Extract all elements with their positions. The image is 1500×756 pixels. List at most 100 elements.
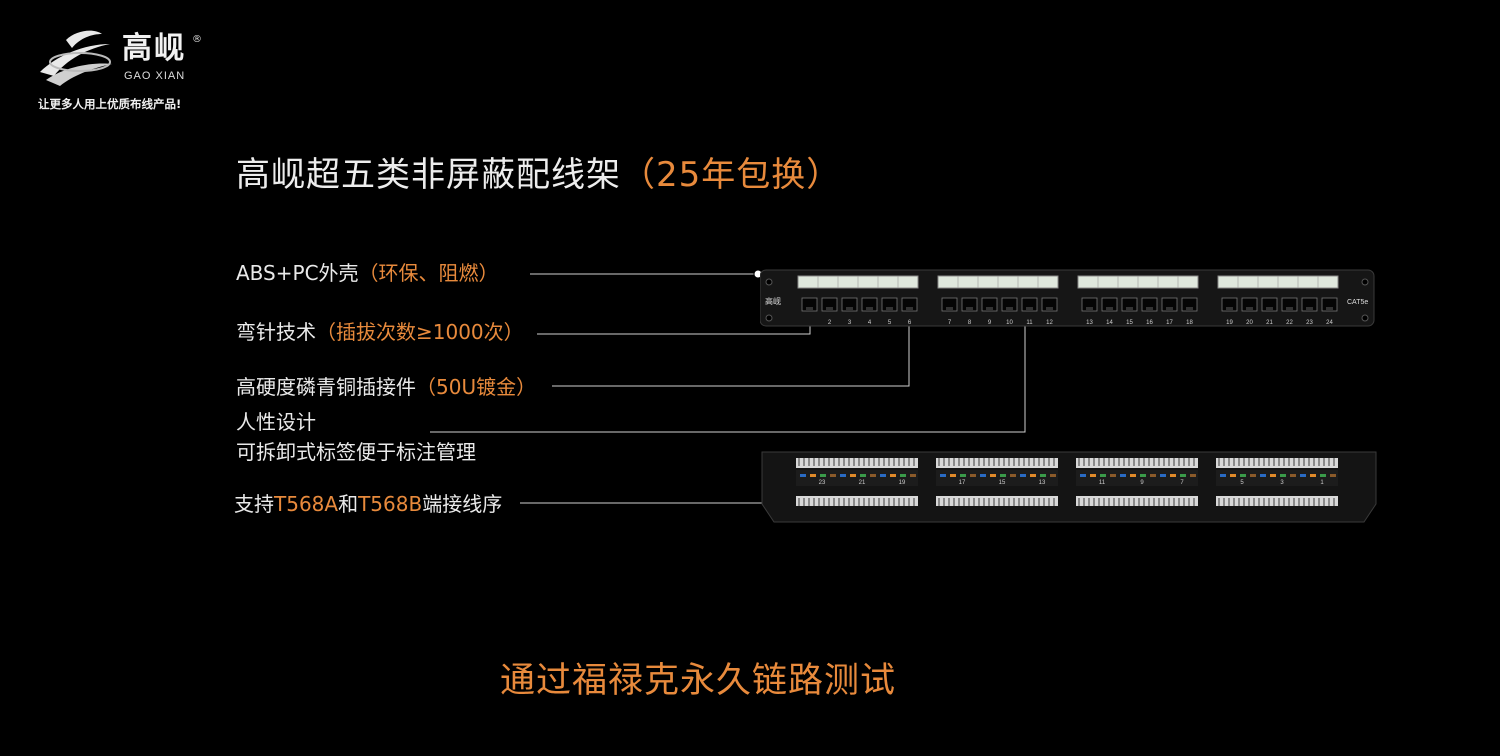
color-code-mark xyxy=(840,474,846,477)
color-code-mark xyxy=(1100,474,1106,477)
brand-slogan: 让更多人用上优质布线产品! xyxy=(38,97,182,111)
idc-block-top xyxy=(1216,458,1338,468)
idc-slot xyxy=(1153,458,1155,466)
idc-slot xyxy=(1293,458,1295,466)
idc-slot xyxy=(1293,498,1295,506)
color-code-mark xyxy=(860,474,866,477)
idc-slot xyxy=(823,458,825,466)
port-number: 11 xyxy=(1026,320,1033,326)
idc-slot xyxy=(1033,498,1035,506)
rear-port-label: 11 xyxy=(1099,480,1106,486)
color-code-mark xyxy=(950,474,956,477)
idc-slot xyxy=(1048,458,1050,466)
idc-slot xyxy=(863,458,865,466)
idc-slot xyxy=(998,458,1000,466)
idc-slot xyxy=(828,498,830,506)
idc-slot xyxy=(1148,498,1150,506)
idc-slot xyxy=(943,458,945,466)
idc-slot xyxy=(1288,458,1290,466)
idc-slot xyxy=(968,458,970,466)
idc-slot xyxy=(858,458,860,466)
idc-slot xyxy=(1138,458,1140,466)
color-code-mark xyxy=(1180,474,1186,477)
idc-slot xyxy=(873,458,875,466)
rear-port-label: 21 xyxy=(859,480,866,486)
idc-slot xyxy=(883,458,885,466)
feature-wiring: 支持T568A和T568B端接线序 xyxy=(234,492,503,516)
port-latch xyxy=(1266,307,1273,311)
feature-design-line1: 人性设计 xyxy=(236,410,316,434)
idc-slot xyxy=(988,498,990,506)
idc-slot xyxy=(1033,458,1035,466)
idc-slot xyxy=(998,498,1000,506)
feature-bent-pin: 弯针技术（插拔次数≥1000次） xyxy=(236,320,524,344)
idc-slot xyxy=(1123,498,1125,506)
port-latch xyxy=(846,307,853,311)
registered-mark: ® xyxy=(192,34,202,45)
port-module xyxy=(796,470,918,486)
panel-brand-label: 高岘 xyxy=(765,296,781,306)
idc-slot xyxy=(1128,458,1130,466)
idc-slot xyxy=(1128,498,1130,506)
port-latch xyxy=(986,307,993,311)
rear-port-label: 9 xyxy=(1140,480,1144,486)
color-code-mark xyxy=(1230,474,1236,477)
color-code-mark xyxy=(1000,474,1006,477)
color-code-mark xyxy=(970,474,976,477)
idc-block-bottom xyxy=(1216,496,1338,506)
idc-slot xyxy=(1333,458,1335,466)
idc-slot xyxy=(988,458,990,466)
idc-slot xyxy=(978,458,980,466)
port-latch xyxy=(1126,307,1133,311)
idc-slot xyxy=(1018,498,1020,506)
idc-slot xyxy=(1093,498,1095,506)
idc-slot xyxy=(973,458,975,466)
idc-slot xyxy=(1238,458,1240,466)
idc-slot xyxy=(993,498,995,506)
idc-slot xyxy=(818,498,820,506)
port-number: 15 xyxy=(1126,320,1133,326)
idc-slot xyxy=(1313,498,1315,506)
idc-slot xyxy=(1303,458,1305,466)
color-code-mark xyxy=(1140,474,1146,477)
idc-block-bottom xyxy=(936,496,1058,506)
idc-slot xyxy=(1108,458,1110,466)
idc-slot xyxy=(1158,458,1160,466)
idc-slot xyxy=(848,458,850,466)
idc-slot xyxy=(913,498,915,506)
idc-slot xyxy=(1043,498,1045,506)
idc-slot xyxy=(843,458,845,466)
port-number: 3 xyxy=(848,320,852,326)
color-code-mark xyxy=(1270,474,1276,477)
idc-slot xyxy=(1133,498,1135,506)
idc-slot xyxy=(1163,458,1165,466)
color-code-mark xyxy=(870,474,876,477)
fluke-test-statement: 通过福禄克永久链路测试 xyxy=(500,661,897,701)
brand-name-en: GAO XIAN xyxy=(124,70,186,82)
idc-slot xyxy=(983,498,985,506)
idc-slot xyxy=(848,498,850,506)
idc-slot xyxy=(978,498,980,506)
color-code-mark xyxy=(850,474,856,477)
idc-slot xyxy=(1223,458,1225,466)
idc-slot xyxy=(1218,458,1220,466)
idc-slot xyxy=(1143,498,1145,506)
idc-slot xyxy=(853,458,855,466)
idc-slot xyxy=(1118,458,1120,466)
idc-slot xyxy=(888,498,890,506)
idc-slot xyxy=(798,458,800,466)
idc-slot xyxy=(948,458,950,466)
color-code-mark xyxy=(1220,474,1226,477)
idc-slot xyxy=(1113,498,1115,506)
color-code-mark xyxy=(900,474,906,477)
idc-slot xyxy=(1023,498,1025,506)
port-number: 20 xyxy=(1246,320,1253,326)
color-code-mark xyxy=(1020,474,1026,477)
color-code-mark xyxy=(1030,474,1036,477)
idc-slot xyxy=(1038,458,1040,466)
rear-port-label: 15 xyxy=(999,480,1006,486)
color-code-mark xyxy=(1320,474,1326,477)
color-code-mark xyxy=(1160,474,1166,477)
idc-slot xyxy=(1013,458,1015,466)
